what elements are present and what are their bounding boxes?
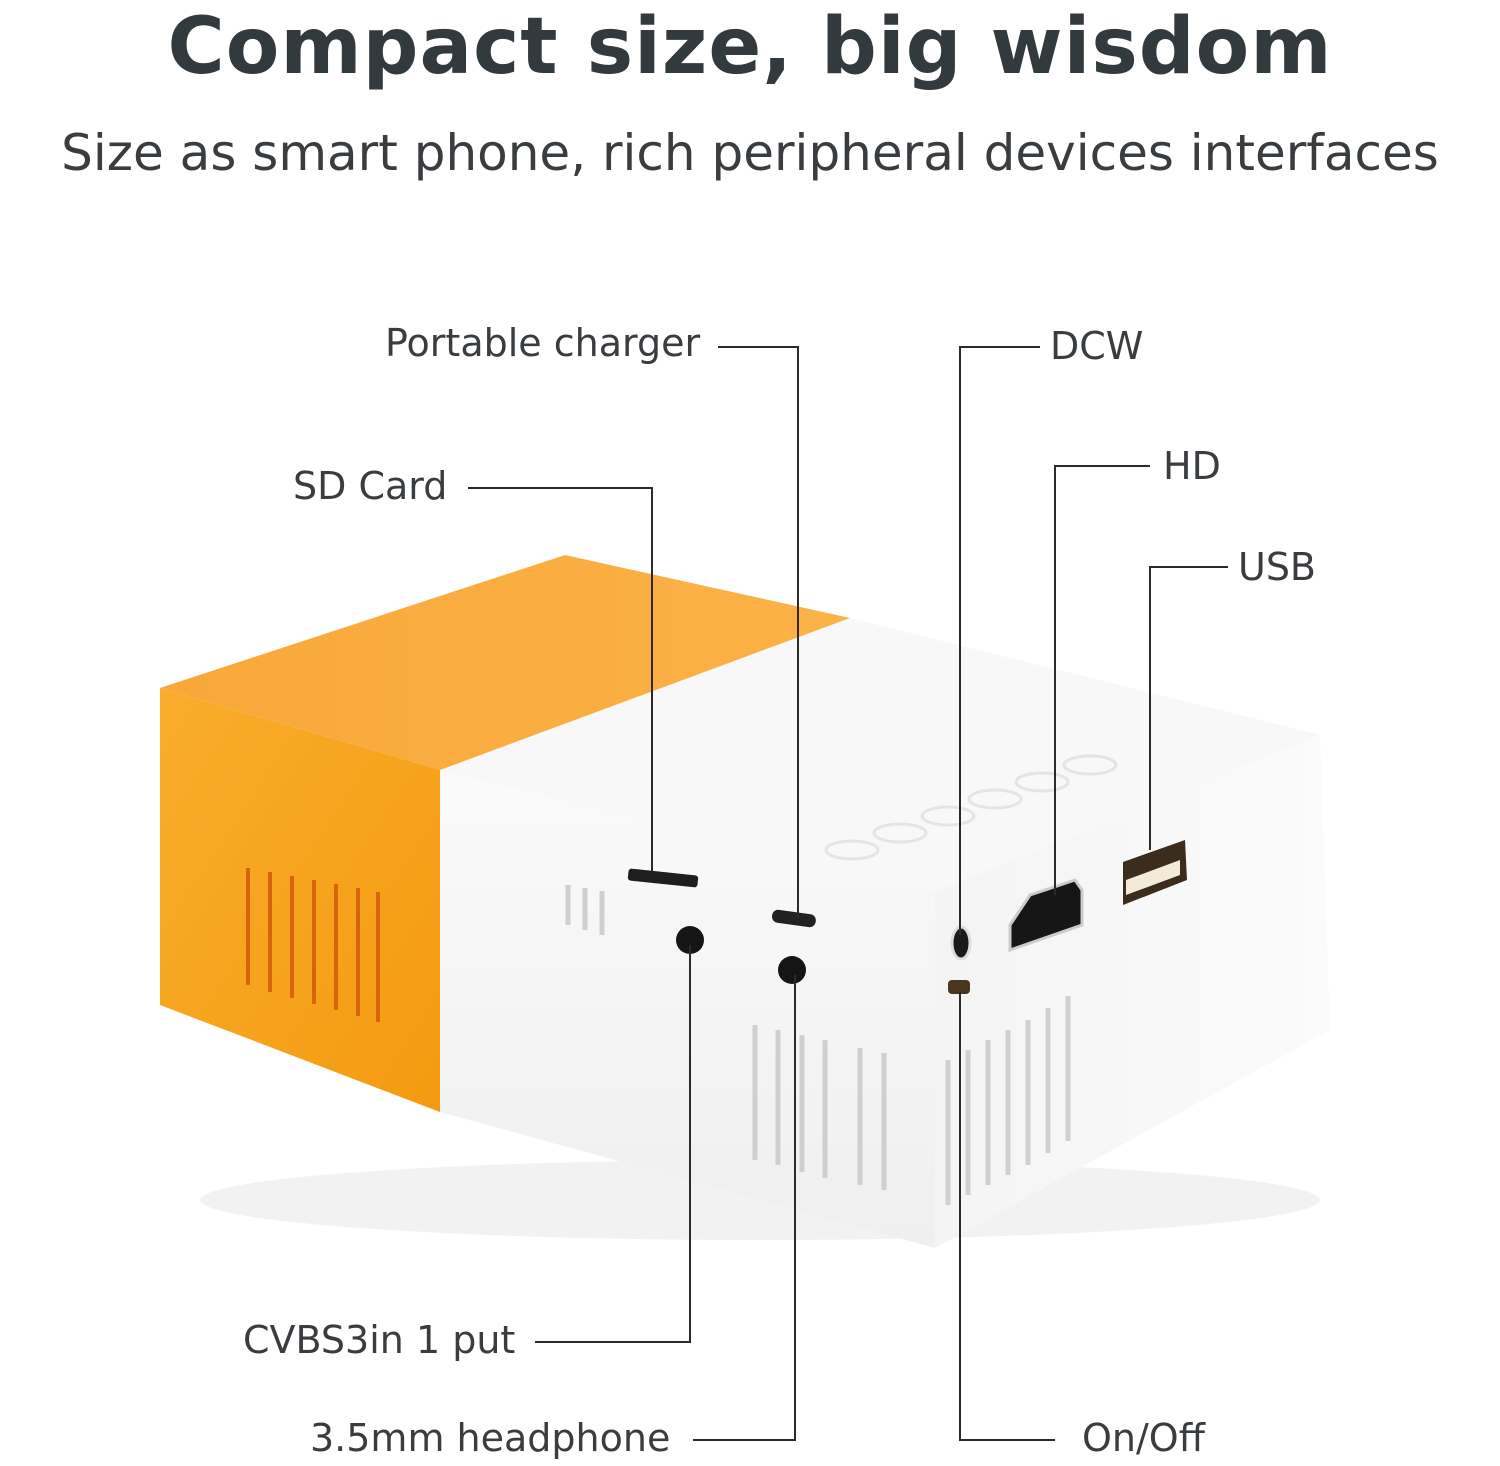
leader-line-portable-charger: [718, 346, 799, 918]
front-face-orange: [160, 688, 440, 1112]
page-title: Compact size, big wisdom: [167, 2, 1333, 92]
headphone-jack: [778, 956, 806, 984]
sd-card-slot: [627, 868, 699, 888]
orange-vents: [246, 868, 380, 1022]
label-on-off: On/Off: [1082, 1416, 1205, 1460]
label-headphone: 3.5mm headphone: [310, 1416, 671, 1460]
micro-usb-port: [772, 909, 816, 928]
cvbs-jack: [676, 926, 704, 954]
power-switch: [948, 980, 970, 994]
top-face-white: [440, 618, 1320, 892]
label-dcw: DCW: [1050, 324, 1144, 368]
top-buttons: [824, 754, 1118, 861]
label-cvbs: CVBS3in 1 put: [243, 1318, 516, 1362]
label-hd: HD: [1163, 444, 1221, 488]
leader-line-sd-card: [468, 487, 653, 872]
usb-port-tongue: [1126, 860, 1180, 895]
leader-line-cvbs: [535, 945, 691, 1343]
end-face-white: [935, 735, 1330, 1248]
label-portable-charger: Portable charger: [385, 321, 701, 365]
leader-line-on-off: [959, 992, 1055, 1441]
top-face-orange: [160, 555, 850, 770]
front-vents: [565, 885, 887, 1190]
label-usb: USB: [1238, 545, 1317, 589]
front-face-white: [440, 770, 935, 1248]
label-sd-card: SD Card: [293, 464, 448, 508]
leader-line-hd: [1054, 465, 1150, 895]
hdmi-port: [1008, 878, 1084, 953]
leader-line-headphone: [693, 975, 796, 1441]
leader-line-usb: [1149, 566, 1228, 850]
end-vents: [945, 996, 1071, 1205]
page-subtitle: Size as smart phone, rich peripheral dev…: [61, 124, 1439, 182]
leader-line-dcw: [959, 346, 1040, 935]
